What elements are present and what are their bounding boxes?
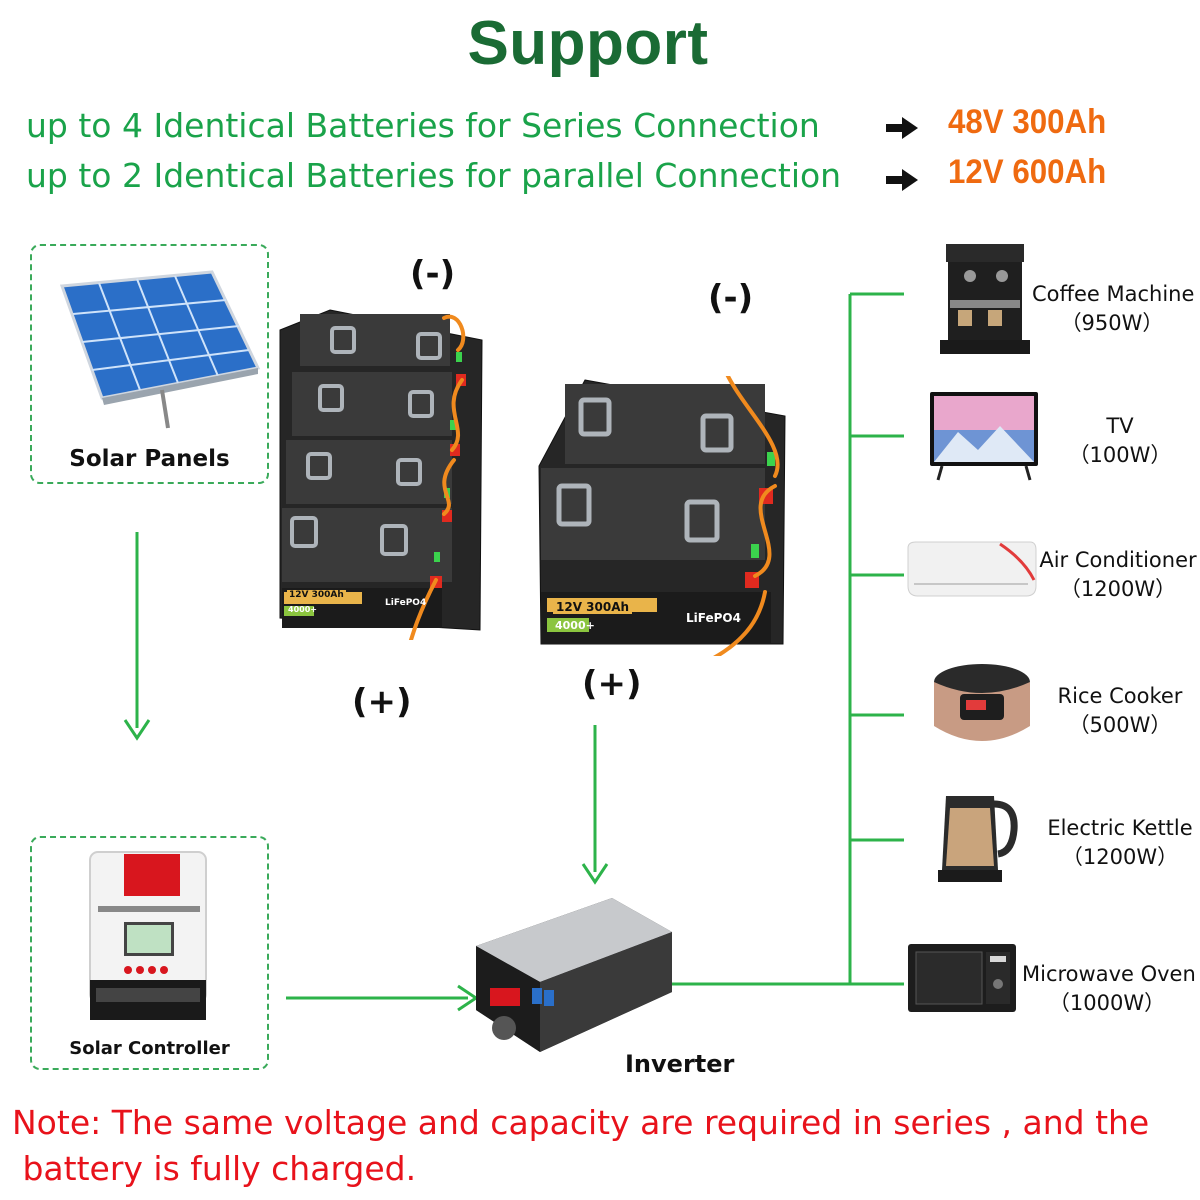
parallel-positive-label: (+) [582,664,642,704]
inverter-icon [476,898,672,1052]
appliance-name: TV [1106,414,1134,438]
appliance-power: （1200W） [1061,845,1179,869]
appliance-name: Coffee Machine [1032,282,1195,306]
microwave-oven-icon [908,944,1016,1012]
solar-panels-box: Solar Panels [30,244,269,484]
appliance-power: （1000W） [1048,991,1166,1015]
parallel-battery-stack [538,376,786,656]
microwave-oven-label: Microwave Oven （1000W） [1022,960,1196,1018]
solar-panel-icon [59,270,261,429]
series-negative-label: (-) [410,254,456,294]
parallel-support-text: up to 2 Identical Batteries for parallel… [26,156,842,195]
series-battery-cycles: 4000+ [288,605,317,614]
series-support-text: up to 4 Identical Batteries for Series C… [26,106,820,145]
arrow-down-icon [123,719,151,741]
appliance-name: Rice Cooker [1057,684,1183,708]
air-conditioner-icon [907,541,1037,597]
solar-panels-label: Solar Panels [69,446,230,472]
note-line-2: battery is fully charged. [12,1149,417,1188]
appliance-name: Air Conditioner [1039,548,1197,572]
appliance-power: （1200W） [1059,577,1177,601]
electric-kettle-label: Electric Kettle （1200W） [1040,814,1200,872]
series-battery-stack [279,309,483,640]
electric-kettle-icon [938,796,1018,882]
note-text: Note: The same voltage and capacity are … [12,1100,1192,1192]
parallel-battery-chemistry: LiFePO4 [686,611,741,625]
appliance-power: （950W） [1060,311,1164,335]
arrow-down-icon [581,863,609,885]
air-conditioner-label: Air Conditioner （1200W） [1036,546,1200,604]
solar-controller-label: Solar Controller [69,1038,230,1059]
parallel-battery-cycles: 4000+ [555,619,595,632]
series-battery-chemistry: LiFePO4 [385,598,427,608]
parallel-negative-label: (-) [708,278,754,318]
page-title: Support [467,9,709,78]
coffee-machine-icon [940,244,1030,354]
note-line-1: Note: The same voltage and capacity are … [12,1103,1150,1142]
inverter-label: Inverter [625,1050,735,1078]
appliance-name: Electric Kettle [1047,816,1193,840]
rice-cooker-label: Rice Cooker （500W） [1040,682,1200,740]
appliance-name: Microwave Oven [1022,962,1196,986]
series-battery-voltage: 12V 300Ah [287,590,346,600]
arrow-right-icon [886,169,918,191]
solar-controller-icon [89,851,207,1020]
parallel-battery-voltage: 12V 300Ah [553,600,633,614]
appliance-power: （500W） [1068,713,1172,737]
appliance-power: （100W） [1068,443,1172,467]
coffee-machine-label: Coffee Machine （950W） [1032,280,1195,338]
solar-controller-box: Solar Controller [30,836,269,1070]
tv-label: TV （100W） [1040,412,1200,470]
series-positive-label: (+) [352,682,412,722]
parallel-result: 12V 600Ah [948,153,1107,191]
tv-icon [930,392,1038,481]
series-result: 48V 300Ah [948,103,1107,141]
rice-cooker-icon [934,664,1030,741]
arrow-right-icon [886,117,918,139]
support-arrows [886,117,918,191]
